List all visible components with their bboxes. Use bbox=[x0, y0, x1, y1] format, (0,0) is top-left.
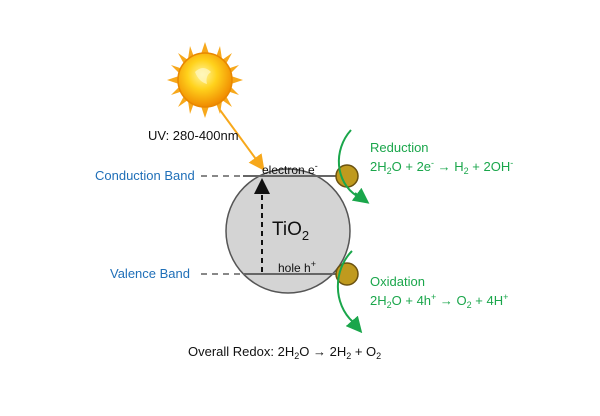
conduction-band-label: Conduction Band bbox=[95, 168, 195, 183]
uv-ray-arrow bbox=[219, 109, 265, 171]
hole-label: hole h+ bbox=[278, 259, 316, 275]
overall-redox-equation: Overall Redox: 2H2O → 2H2 + O2 bbox=[188, 344, 382, 361]
uv-label: UV: 280-400nm bbox=[148, 128, 239, 143]
electron-label: electron e- bbox=[262, 161, 318, 177]
reduction-out-arrow bbox=[351, 187, 370, 204]
valence-band-label: Valence Band bbox=[110, 266, 190, 281]
sun-icon bbox=[167, 42, 243, 118]
tio2-label: TiO2 bbox=[272, 219, 310, 243]
tio2-particle bbox=[225, 168, 351, 294]
reduction-title: Reduction bbox=[370, 140, 429, 155]
reduction-equation: 2H2O + 2e- → H2 + 2OH- bbox=[370, 158, 514, 176]
oxidation-out-arrow bbox=[345, 315, 363, 334]
oxidation-equation: 2H2O + 4h+ → O2 + 4H+ bbox=[370, 292, 509, 310]
reduction-flow-arrow bbox=[337, 129, 358, 197]
oxidation-title: Oxidation bbox=[370, 274, 425, 289]
